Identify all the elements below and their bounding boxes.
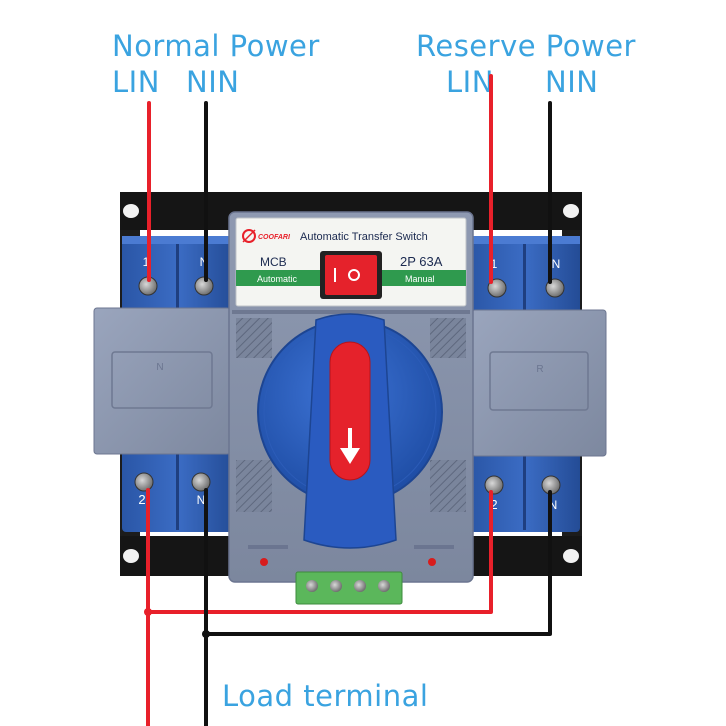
normal-power-label: Normal Power [112,29,320,63]
brand-name: COOFARI [258,234,291,241]
rocker-toggle[interactable] [320,251,382,299]
switch-handle[interactable] [303,313,397,549]
bridge-red-wire [146,490,493,614]
right-side-cover [471,309,607,457]
brand-logo-icon [242,229,256,243]
led-label-left [248,545,288,549]
terminal-bottom-right-2: 2 [490,497,497,512]
left-cover-letter: N [156,362,163,373]
terminal-top-left-1: 1 [143,255,150,269]
device-type: MCB [260,255,287,269]
terminal-top-right-1: 1 [491,257,498,271]
reserve-power-label: Reserve Power [416,29,636,63]
load-terminal-label: Load terminal [222,679,429,713]
mode-manual: Manual [405,274,435,284]
control-terminal-block [295,571,403,605]
reserve-lin-label: LIN [446,65,494,99]
black-junction [202,630,210,638]
terminal-bottom-left-n: N [197,493,206,507]
reserve-nin-label: NIN [545,65,599,99]
bridge-black-wire [204,490,552,636]
red-junction [144,608,152,616]
right-cover-letter: R [536,364,543,375]
terminal-bottom-right-n: N [549,498,558,512]
terminal-bottom-left-2: 2 [138,492,145,507]
mode-automatic: Automatic [257,274,298,284]
terminal-top-right-n: N [552,257,561,271]
led-label-right [414,545,454,549]
left-side-cover [93,307,231,455]
normal-lin-label: LIN [112,65,160,99]
normal-nin-label: NIN [186,65,240,99]
indicator-led-left [260,558,268,566]
terminal-screws [134,276,565,495]
device-rating: 2P 63A [400,254,443,269]
indicator-led-right [428,558,436,566]
device-title: Automatic Transfer Switch [300,231,428,243]
